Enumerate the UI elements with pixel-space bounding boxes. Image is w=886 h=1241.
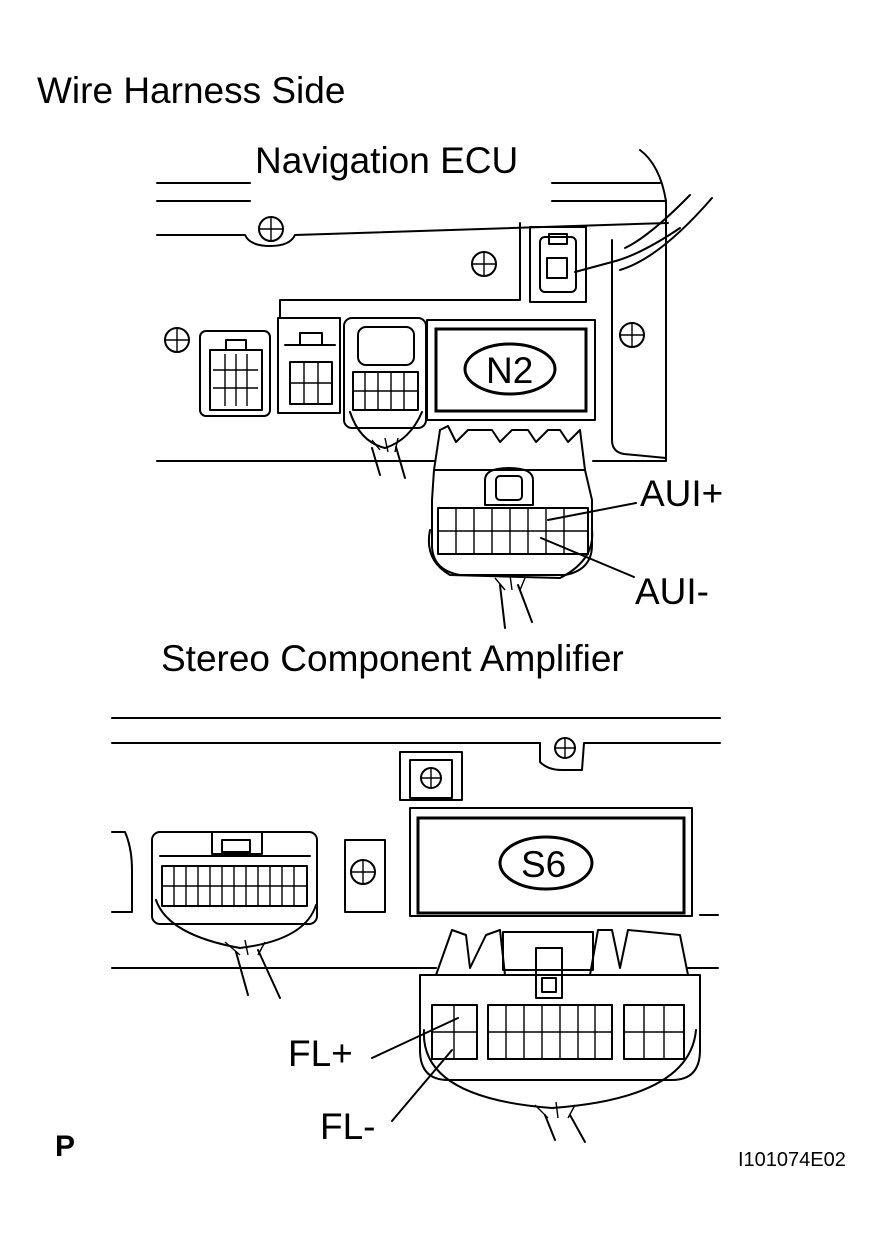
fl-plus-pin-label: FL+ <box>288 1033 353 1074</box>
navigation-ecu-label: Navigation ECU <box>255 140 519 181</box>
stereo-amplifier-body <box>111 717 721 1143</box>
s6-connector-code: S6 <box>521 844 567 885</box>
n2-connector-code: N2 <box>486 350 534 391</box>
page-marker: P <box>55 1130 76 1163</box>
navigation-ecu-body <box>156 149 713 629</box>
stereo-amplifier-label: Stereo Component Amplifier <box>161 638 624 679</box>
aui-plus-pin-label: AUI+ <box>640 473 724 514</box>
fl-minus-pin-label: FL- <box>320 1106 376 1147</box>
figure-title: Wire Harness Side <box>37 70 346 111</box>
aui-minus-pin-label: AUI- <box>635 571 709 612</box>
figure-id: I101074E02 <box>738 1149 846 1171</box>
